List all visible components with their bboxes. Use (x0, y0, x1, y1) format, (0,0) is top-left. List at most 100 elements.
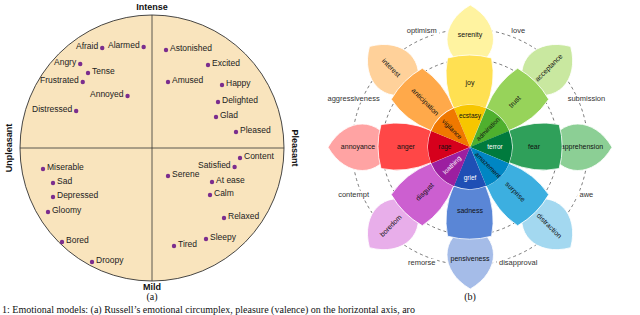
circumplex-disc (20, 15, 284, 281)
affect-dot (78, 62, 82, 66)
affect-dot (141, 45, 145, 49)
affect-dot (81, 80, 85, 84)
petal-shape (328, 124, 392, 171)
affect-dot (214, 115, 218, 119)
word-slot: serenity (458, 31, 483, 39)
word-slot: Miserable (47, 163, 84, 173)
word-slot: Distressed (32, 105, 72, 115)
word-slot: Tense (92, 67, 115, 77)
affect-word: Astonished (170, 44, 212, 54)
affect-word: Tired (178, 240, 197, 250)
emotion-word: joy (466, 79, 475, 87)
label-slot: Intense (136, 2, 168, 12)
emotion-petal: sadness (445, 185, 494, 240)
affect-word: Sleepy (210, 233, 236, 243)
emotion-word: terror (487, 143, 503, 150)
word-slot: Glad (220, 111, 238, 121)
affect-word: Droopy (96, 256, 123, 266)
affect-word: Happy (226, 79, 251, 89)
word-slot: Amused (172, 76, 203, 86)
label-slot: awe (578, 191, 596, 200)
panel-letter: (b) (464, 291, 476, 303)
emotion-word: fear (528, 143, 540, 151)
affect-dot (234, 130, 238, 134)
affect-dot (100, 46, 104, 50)
word-slot: Sleepy (210, 233, 236, 243)
word-slot: pensiveness (451, 255, 490, 263)
axis-label: Intense (136, 2, 168, 12)
dyad-label: aggressiveness (326, 94, 382, 103)
word-slot: Bored (66, 236, 89, 246)
dyad-label: submission (566, 94, 608, 103)
affect-dot (41, 167, 45, 171)
affect-dot (232, 165, 236, 169)
affect-word: Frustrated (40, 76, 79, 86)
word-slot: Delighted (222, 96, 258, 106)
word-slot: Droopy (96, 256, 123, 266)
affect-word: Miserable (47, 163, 84, 173)
emotion-petal: fear (508, 122, 563, 171)
petal-shape (446, 186, 493, 239)
affect-word: Depressed (57, 191, 98, 201)
dyad-label: awe (578, 191, 596, 200)
affect-word: Sad (57, 177, 72, 187)
affect-dot (164, 48, 168, 52)
petal-shape (509, 186, 587, 264)
word-slot: Sad (57, 177, 72, 187)
affect-word: Annoyed (90, 90, 124, 100)
emotion-word: apprehension (561, 143, 603, 151)
affect-dot (46, 210, 50, 214)
dyad-label: remorse (406, 259, 438, 268)
word-slot: Alarmed (108, 41, 140, 51)
word-slot: Happy (226, 79, 251, 89)
word-slot: Gloomy (52, 206, 81, 216)
label-slot: love (509, 26, 527, 35)
word-slot: joy (466, 79, 475, 87)
affect-word: Satisfied (198, 161, 231, 171)
circumplex-circle: AfraidAlarmedAngryTenseFrustratedAnnoyed… (19, 14, 285, 282)
label-slot: aggressiveness (326, 94, 382, 103)
affect-word: Alarmed (108, 41, 140, 51)
emotion-word: annoyance (341, 143, 375, 151)
affect-word: Pleased (240, 126, 271, 136)
emotion-word: anger (397, 143, 415, 151)
dyad-label: love (509, 26, 527, 35)
affect-dot (166, 174, 170, 178)
emotion-word: rage (438, 143, 451, 150)
affect-word: Calm (214, 189, 234, 199)
word-slot: Astonished (170, 44, 212, 54)
affect-dot (166, 80, 170, 84)
arousal-axis (152, 15, 153, 281)
dyad-label: disapproval (497, 259, 539, 268)
axis-label: Mild (143, 282, 161, 292)
word-slot: terror (487, 143, 503, 150)
affect-word: Content (244, 152, 274, 162)
word-slot: grief (464, 174, 477, 181)
word-slot: fear (528, 143, 540, 151)
word-slot: ecstasy (459, 112, 481, 119)
emotion-petal: joy (445, 54, 494, 109)
affect-dot (86, 71, 90, 75)
emotion-word: pensiveness (451, 255, 490, 263)
affect-dot (60, 240, 64, 244)
affect-word: Distressed (32, 105, 72, 115)
label-slot: Mild (143, 282, 161, 292)
circumplex-outline (19, 14, 285, 282)
word-slot: Afraid (76, 42, 98, 52)
affect-word: Gloomy (52, 206, 81, 216)
emotion-petal: vigilance (428, 105, 482, 159)
affect-dot (51, 195, 55, 199)
affect-dot (238, 156, 242, 160)
word-slot: apprehension (561, 143, 603, 151)
petal-shape (509, 123, 562, 170)
label-slot: Unpleasant (4, 124, 14, 173)
word-slot: Content (244, 152, 274, 162)
label-slot: (a) (146, 291, 157, 303)
caption-slot: 1: Emotional models: (a) Russell’s emoti… (2, 304, 415, 315)
affect-word: At ease (216, 176, 245, 186)
dashed-ring (352, 29, 588, 265)
emotion-word: ecstasy (459, 112, 481, 119)
petal-shape (447, 5, 494, 69)
word-slot: At ease (216, 176, 245, 186)
